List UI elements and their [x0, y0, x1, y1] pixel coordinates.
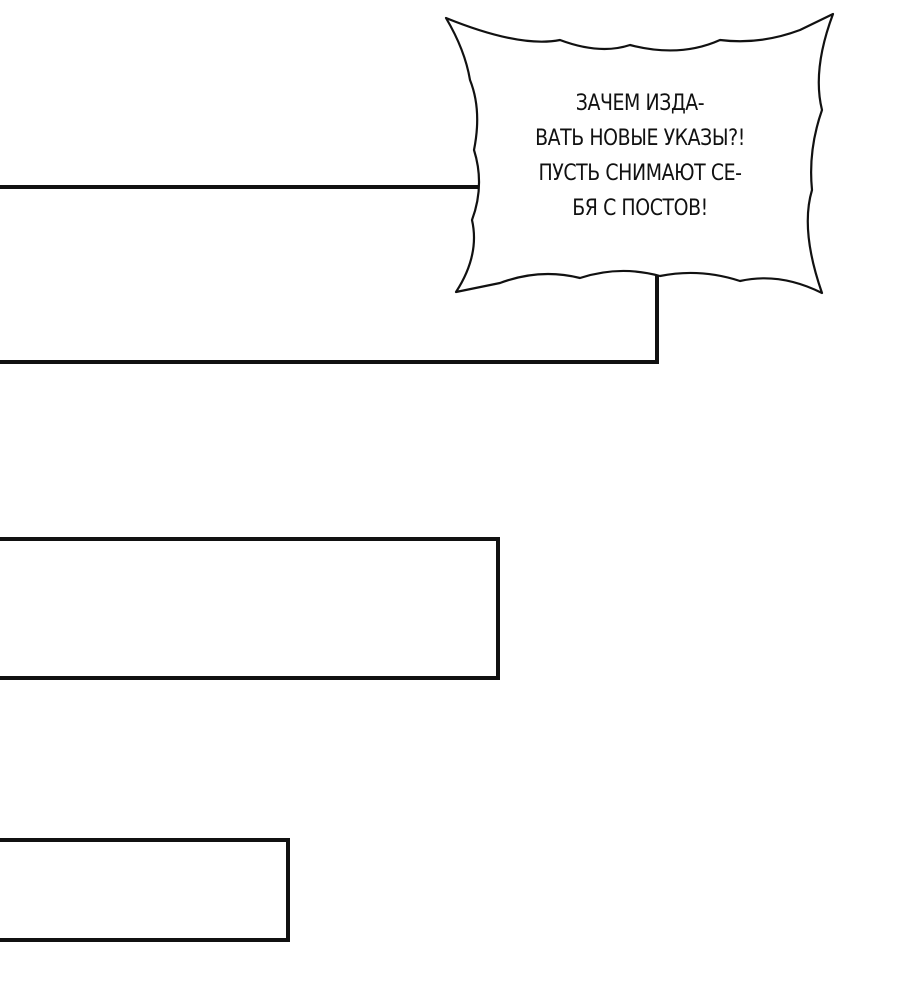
- comic-panel-bottom: [0, 838, 290, 942]
- speech-line-2: ВАТЬ НОВЫЕ УКАЗЫ?!: [535, 126, 745, 151]
- speech-bubble-text: ЗАЧЕМ ИЗДА- ВАТЬ НОВЫЕ УКАЗЫ?! ПУСТЬ СНИ…: [515, 86, 764, 226]
- speech-line-4: БЯ С ПОСТОВ!: [572, 196, 708, 221]
- speech-line-3: ПУСТЬ СНИМАЮТ СЕ-: [538, 161, 742, 186]
- comic-panel-middle: [0, 537, 500, 680]
- speech-line-1: ЗАЧЕМ ИЗДА-: [575, 91, 705, 116]
